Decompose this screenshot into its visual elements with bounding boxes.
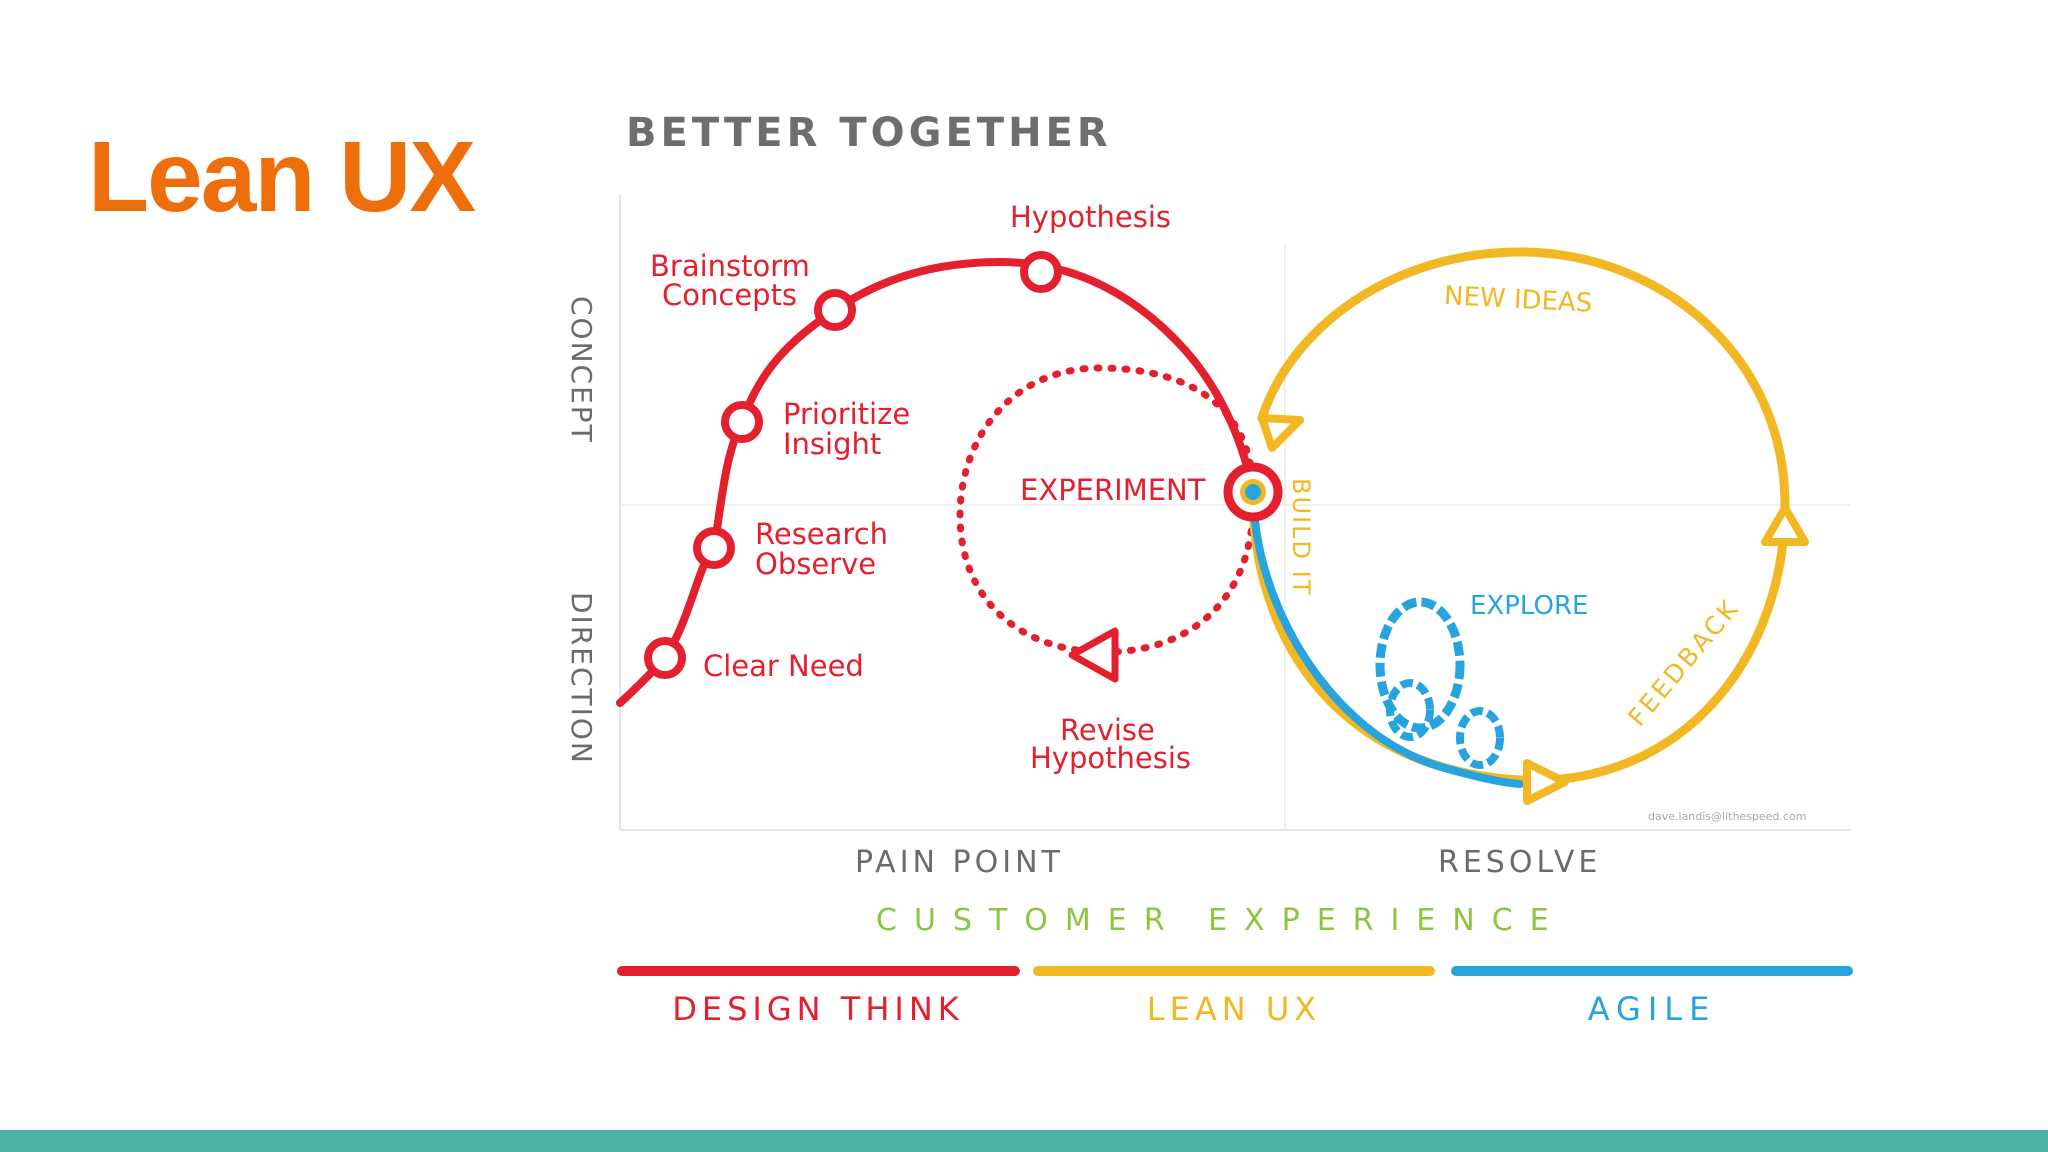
milestone-brainstorm xyxy=(814,289,856,331)
experiment-dotted-loop xyxy=(956,364,1257,656)
label-prioritize-2: Insight xyxy=(783,427,881,461)
milestone-prioritize xyxy=(721,401,763,443)
label-revise-2: Hypothesis xyxy=(1030,741,1191,775)
explore-coil-small xyxy=(1456,707,1504,769)
agile-path xyxy=(1250,506,1524,788)
label-brainstorm-2: Concepts xyxy=(662,278,797,312)
label-revise-1: Revise xyxy=(1060,713,1155,747)
label-explore: EXPLORE xyxy=(1470,591,1588,621)
experiment-target-icon xyxy=(1223,462,1283,522)
axis-caption-customer-experience: CUSTOMER EXPERIENCE xyxy=(876,903,1566,938)
label-new-ideas: NEW IDEAS xyxy=(1443,281,1593,319)
loop-arrow-right-icon xyxy=(1523,759,1569,805)
label-experiment: EXPERIMENT xyxy=(1020,473,1206,507)
label-research-1: Research xyxy=(755,517,888,551)
milestones xyxy=(644,251,1062,679)
label-feedback: FEEDBACK xyxy=(1622,593,1745,732)
milestone-hypothesis xyxy=(1020,251,1062,293)
axis-label-direction: DIRECTION xyxy=(565,592,598,765)
milestone-research xyxy=(693,527,735,569)
label-prioritize-1: Prioritize xyxy=(783,397,910,431)
legend-label-lean-ux: LEAN UX xyxy=(1147,990,1321,1028)
legend-label-agile: AGILE xyxy=(1588,990,1717,1028)
label-research-2: Observe xyxy=(755,547,876,581)
loop-arrow-up-icon xyxy=(1761,504,1809,546)
step-labels: Clear Need Research Observe Prioritize I… xyxy=(650,200,1206,775)
legend: DESIGN THINK LEAN UX AGILE xyxy=(617,966,1853,1028)
slide-title: Lean UX xyxy=(88,121,476,233)
target-inner xyxy=(1245,484,1261,500)
axis-label-concept: CONCEPT xyxy=(565,296,598,444)
diagram-title: BETTER TOGETHER xyxy=(626,110,1112,156)
loop-arrow-left-icon xyxy=(1258,414,1304,452)
label-brainstorm-1: Brainstorm xyxy=(650,249,810,283)
axis-label-pain-point: PAIN POINT xyxy=(855,845,1064,880)
revise-arrow-icon xyxy=(1068,627,1119,683)
explore-coil-medium xyxy=(1386,679,1434,741)
legend-label-design-think: DESIGN THINK xyxy=(672,990,963,1028)
label-hypothesis: Hypothesis xyxy=(1010,200,1171,234)
axis-label-resolve: RESOLVE xyxy=(1438,845,1601,880)
label-clear-need: Clear Need xyxy=(703,649,864,683)
credit-text: dave.landis@lithespeed.com xyxy=(1648,810,1806,823)
lean-ux-loop xyxy=(1248,247,1790,785)
label-build-it: BUILD IT xyxy=(1287,478,1315,596)
milestone-clear-need xyxy=(644,637,686,679)
bottom-accent-bar xyxy=(0,1130,2048,1152)
